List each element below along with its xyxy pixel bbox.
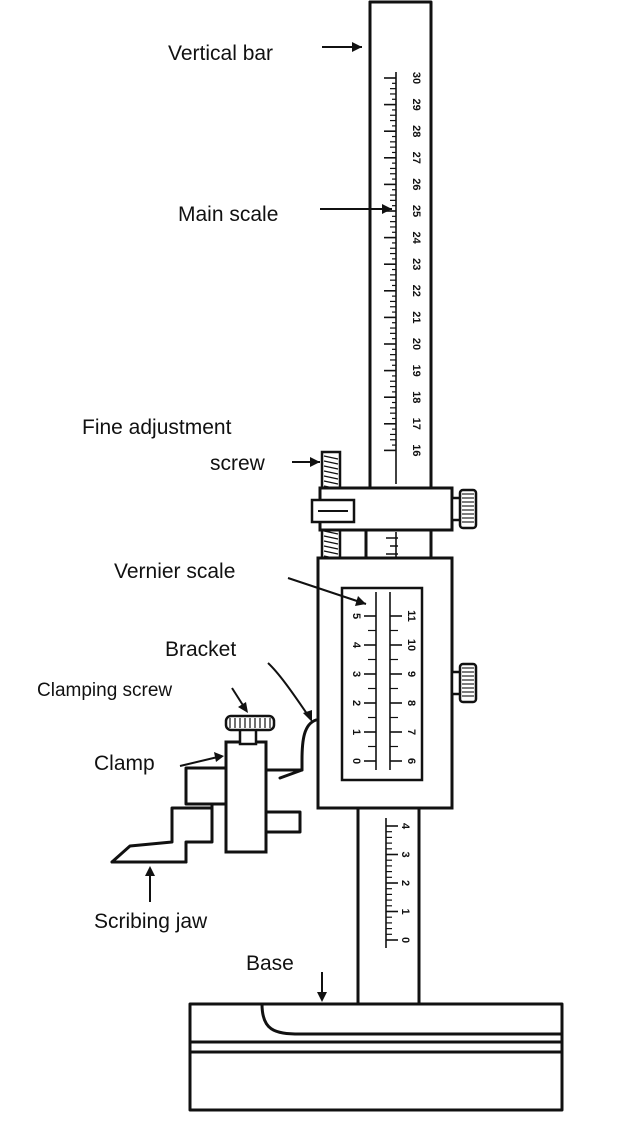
main-scale-number: 29 (410, 98, 422, 110)
label-fine-adjustment-screw: screw (210, 452, 266, 475)
labels: Vertical bar Main scale Fine adjustment … (37, 42, 294, 975)
lower-scale-ticks (386, 825, 398, 941)
vernier-window (340, 586, 424, 782)
vernier-right-number: 6 (405, 758, 417, 764)
screw-thread (323, 475, 339, 480)
main-scale-number: 24 (410, 231, 422, 244)
label-clamping-screw: Clamping screw (37, 680, 172, 701)
screw-thread (323, 465, 339, 470)
main-scale-number: 30 (410, 72, 422, 84)
screw-thread (323, 545, 339, 550)
main-scale-number: 17 (410, 418, 422, 430)
vernier-left-number: 4 (350, 642, 362, 649)
label-vertical-bar: Vertical bar (168, 42, 273, 65)
label-main-scale: Main scale (178, 203, 278, 226)
vernier-right-number: 8 (405, 700, 417, 706)
main-scale-number: 16 (410, 444, 422, 456)
label-fine-adjustment: Fine adjustment (82, 416, 232, 439)
screw-thread (323, 455, 339, 460)
main-scale-number: 19 (410, 364, 422, 376)
vernier-left-number: 5 (350, 613, 362, 619)
lower-scale-number: 1 (399, 908, 411, 914)
vernier-left-number: 3 (350, 671, 362, 677)
screw-thread (323, 470, 339, 475)
main-scale-number: 21 (410, 311, 422, 323)
vernier-right-number: 10 (405, 639, 417, 651)
screw-thread (323, 480, 339, 485)
lower-scale-number: 2 (399, 880, 411, 886)
screw-thread (323, 460, 339, 465)
main-scale-number: 20 (410, 338, 422, 350)
main-scale-number: 25 (410, 205, 422, 217)
main-scale-number: 18 (410, 391, 422, 403)
screw-thread (323, 540, 339, 545)
label-scribing-jaw: Scribing jaw (94, 910, 208, 933)
label-bracket: Bracket (165, 638, 236, 661)
main-scale-number: 28 (410, 125, 422, 137)
base (188, 1002, 564, 1112)
vertical-bar (356, 0, 433, 1006)
clamp-assembly (110, 714, 304, 864)
label-vernier-scale: Vernier scale (114, 560, 235, 583)
vernier-left-number: 1 (350, 729, 362, 735)
lower-scale-number: 4 (399, 823, 411, 830)
main-scale-number: 22 (410, 285, 422, 297)
vernier-left-number: 0 (350, 758, 362, 764)
scribing-jaw (110, 766, 232, 864)
vernier-scale-ticks (364, 615, 402, 762)
lower-scale-number: 0 (399, 937, 411, 943)
lower-scale-numbers: 4 3 2 1 0 (399, 823, 411, 943)
screw-thread (323, 535, 339, 540)
bracket (278, 718, 318, 780)
lower-scale-number: 3 (399, 851, 411, 857)
clamp (224, 740, 268, 854)
lower-main-scale: 4 3 2 1 0 (385, 818, 411, 948)
label-clamp: Clamp (94, 752, 155, 775)
main-scale: 30 29 28 27 26 25 24 23 22 21 20 19 18 17 16 (384, 72, 422, 484)
main-scale-numbers: 30 29 28 27 26 25 24 23 22 21 20 19 18 17 16 (410, 72, 422, 457)
main-scale-number: 26 (410, 178, 422, 190)
vernier-right-number: 7 (405, 729, 417, 735)
bracket-arm (262, 810, 302, 834)
vernier-right-number: 11 (405, 610, 417, 622)
label-base: Base (246, 952, 294, 975)
vernier-left-number: 2 (350, 700, 362, 706)
fine-adjustment-assembly (310, 450, 478, 562)
vernier-right-number: 9 (405, 671, 417, 677)
main-scale-number: 27 (410, 152, 422, 164)
main-scale-ticks (384, 77, 396, 452)
main-scale-number: 23 (410, 258, 422, 270)
leader-arrows (145, 42, 392, 1002)
screw-thread (323, 550, 339, 555)
